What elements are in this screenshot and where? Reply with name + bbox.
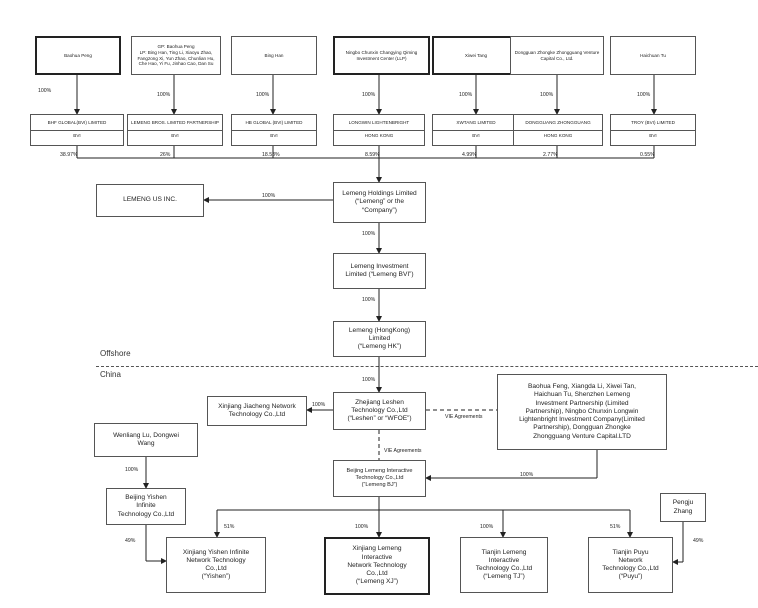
entity-name: TROY (BVI) LIMITED [611,115,695,131]
subsidiary-lemeng-tj: Tianjin Lemeng Interactive Technology Co… [460,537,548,593]
china-label: China [100,370,121,379]
owner-lemeng-bros-partners: GP: Baohua Peng LP: Bing Han, Ting Li, X… [131,36,221,75]
holding-entity-longwin: LONGWIN LIGHTENBRIGHT HONG KONG [333,114,425,146]
pengju-pct: 49% [693,538,704,544]
wfoe-pct: 100% [362,377,376,383]
lemeng-bvi-box: Lemeng Investment Limited (“Lemeng BVI”) [333,253,426,289]
holding-entity-xwtang: XWTANG LIMITED BVI [432,114,520,146]
bvi-pct: 100% [362,231,376,237]
holding-entity-hb-global: HB GLOBAL (BVI) LIMITED BVI [231,114,317,146]
vie-holders-box: Baohua Feng, Xiangda Li, Xiwei Tan, Haic… [497,374,667,450]
lemeng-us-box: LEMENG US INC. [96,184,204,217]
wfoe-box: Zhejiang Leshen Technology Co.,Ltd (“Les… [333,392,426,430]
owner-pct-0: 100% [38,88,52,94]
offshore-china-divider [96,366,758,367]
entity-name: LEMENG BROS. LIMITED PARTNERSHIP [128,115,222,131]
lemeng-bj-box: Beijing Lemeng Interactive Technology Co… [333,460,426,497]
subsidiary-yishen: Xinjiang Yishen Infinite Network Technol… [166,537,266,593]
subsidiary-puyu: Tianjin Puyu Network Technology Co.,Ltd … [588,537,673,593]
entity-jurisdiction: BVI [73,133,81,138]
wenliang-box: Wenliang Lu, Dongwei Wang [94,423,198,457]
holding-pct-0: 38.97% [60,152,78,158]
holding-entity-lemeng-bros: LEMENG BROS. LIMITED PARTNERSHIP BVI [127,114,223,146]
holding-pct-6: 0.55% [640,152,655,158]
entity-name: HB GLOBAL (BVI) LIMITED [232,115,316,131]
us-pct: 100% [262,193,276,199]
holding-pct-4: 4.99% [462,152,477,158]
holding-pct-3: 8.59% [365,152,380,158]
subsidiary-pct-2: 100% [480,524,494,530]
owner-pct-6: 100% [637,92,651,98]
owner-haichuan-tu: Haichuan Tu [610,36,696,75]
entity-name: XWTANG LIMITED [433,115,519,131]
vie-holders-pct: 100% [520,472,534,478]
entity-name: DONGGUANG ZHONGGUANG [514,115,602,131]
holding-pct-5: 2.77% [543,152,558,158]
entity-jurisdiction: BVI [472,133,480,138]
owner-bing-han: Bing Han [231,36,317,75]
wenliang-pct: 100% [125,467,139,473]
entity-jurisdiction: BVI [171,133,179,138]
vie-label-1: VIE Agreements [445,414,483,420]
yishen-bj-pct: 49% [125,538,136,544]
subsidiary-lemeng-xj: Xinjiang Lemeng Interactive Network Tech… [324,537,430,595]
entity-jurisdiction: BVI [270,133,278,138]
owner-pct-4: 100% [459,92,473,98]
holding-entity-dongguang: DONGGUANG ZHONGGUANG HONG KONG [513,114,603,146]
subsidiary-pct-1: 100% [355,524,369,530]
subsidiary-pct-3: 51% [610,524,621,530]
vie-label-2: VIE Agreements [384,448,422,454]
lemeng-holdings-box: Lemeng Holdings Limited (“Lemeng” or the… [333,182,426,223]
entity-jurisdiction: BVI [649,133,657,138]
owner-pct-5: 100% [540,92,554,98]
holding-entity-bhf-global: BHF GLOBAL(BVI) LIMITED BVI [30,114,124,146]
jiacheng-box: Xinjiang Jiacheng Network Technology Co.… [207,396,307,426]
owner-baohua-peng: Baohua Peng [35,36,121,75]
entity-jurisdiction: HONG KONG [364,133,394,138]
pengju-zhang-box: Pengju Zhang [660,493,706,522]
entity-name: LONGWIN LIGHTENBRIGHT [334,115,424,131]
lemeng-hk-box: Lemeng (HongKong) Limited (“Lemeng HK”) [333,321,426,357]
owner-pct-3: 100% [362,92,376,98]
beijing-yishen-box: Beijing Yishen Infinite Technology Co.,L… [106,488,186,525]
holding-pct-1: 26% [160,152,171,158]
subsidiary-pct-0: 51% [224,524,235,530]
jiacheng-pct: 100% [312,402,326,408]
owner-ningbo-chunxin: Ningbo Chunxin Changying Qiming Investme… [333,36,430,75]
holding-entity-troy: TROY (BVI) LIMITED BVI [610,114,696,146]
entity-jurisdiction: HONG KONG [543,133,573,138]
owner-xiwei-tang: Xiwei Tang [432,36,520,75]
holding-pct-2: 18.53% [262,152,280,158]
owner-pct-2: 100% [256,92,270,98]
entity-name: BHF GLOBAL(BVI) LIMITED [31,115,123,131]
owner-dongguan-zhongke: Dongguan Zhongke Zhongguang Venture Capi… [510,36,604,75]
offshore-label: Offshore [100,349,131,358]
hk-pct: 100% [362,297,376,303]
owner-pct-1: 100% [157,92,171,98]
